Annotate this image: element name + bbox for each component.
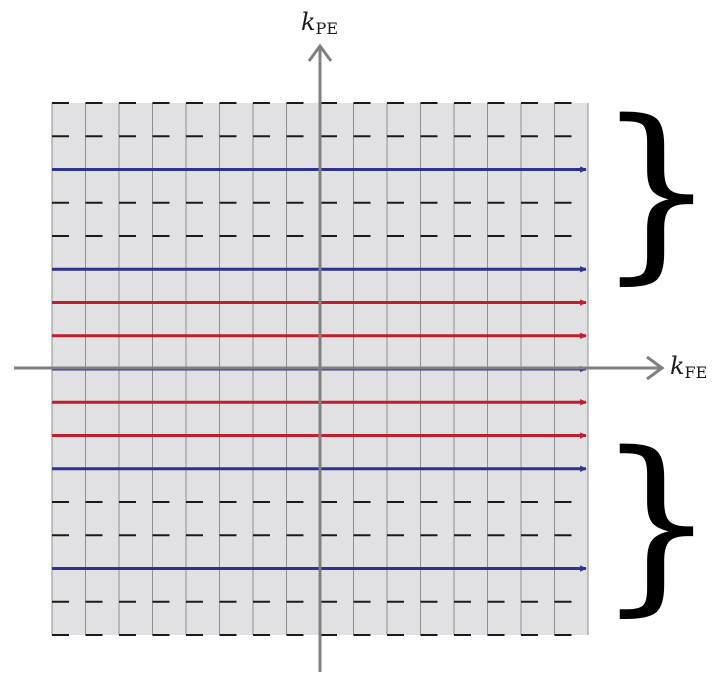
k-pe-axis-label: kPE bbox=[301, 8, 338, 38]
k-fe-main: k bbox=[670, 352, 685, 380]
bottom-brace: } bbox=[596, 412, 714, 633]
k-fe-axis-label: kFE bbox=[670, 352, 707, 382]
phase-encode-axis bbox=[307, 43, 333, 672]
top-brace: } bbox=[596, 80, 714, 301]
k-pe-main: k bbox=[301, 8, 316, 36]
k-fe-subscript: FE bbox=[685, 363, 708, 382]
frequency-encode-axis bbox=[14, 355, 665, 381]
k-pe-subscript: PE bbox=[316, 19, 338, 38]
